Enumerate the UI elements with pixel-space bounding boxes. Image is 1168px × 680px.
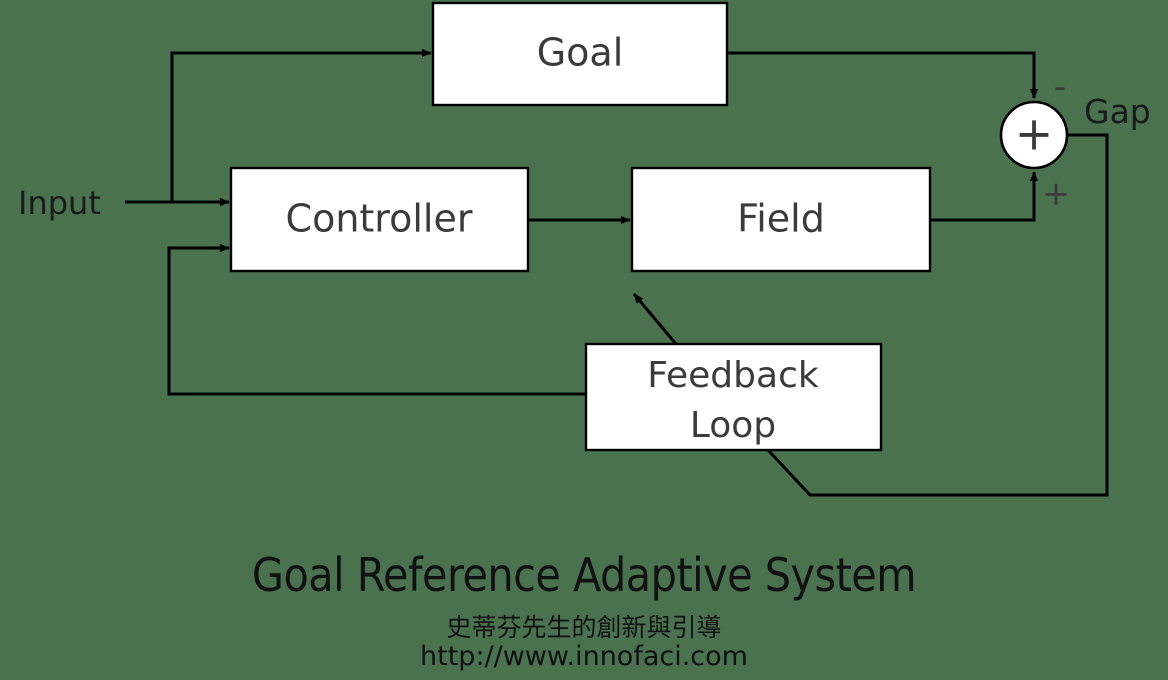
caption-title: Goal Reference Adaptive System <box>251 548 917 602</box>
wire-input-branch-to-goal <box>170 48 432 202</box>
wire-feedback-to-field <box>632 293 678 345</box>
wire-gap-to-feedback <box>766 133 1109 497</box>
block-feedback-loop-label-line1: Feedback <box>647 355 819 396</box>
block-controller-label: Controller <box>286 197 473 241</box>
block-field-label: Field <box>737 197 825 241</box>
gap-label: Gap <box>1084 92 1151 131</box>
summing-junction-plus-sign: + <box>1042 174 1071 214</box>
wire-goal-to-sum <box>727 51 1039 99</box>
summing-junction-symbol: + <box>1015 107 1054 161</box>
wire-field-to-sum <box>930 171 1039 222</box>
block-controller[interactable] <box>229 166 530 273</box>
caption-url: http://www.innofaci.com <box>420 641 748 672</box>
block-feedback-loop[interactable] <box>584 342 883 452</box>
block-goal-label: Goal <box>537 31 624 75</box>
block-field[interactable] <box>630 166 932 273</box>
input-label: Input <box>18 184 101 222</box>
block-goal[interactable] <box>431 1 729 107</box>
block-feedback-loop-label-line2: Loop <box>690 405 776 446</box>
caption-subtitle: 史蒂芬先生的創新與引導 <box>446 613 722 642</box>
summing-junction-minus-sign: - <box>1054 67 1066 107</box>
wire-feedback-to-controller <box>167 243 586 396</box>
summing-junction[interactable] <box>999 100 1069 170</box>
